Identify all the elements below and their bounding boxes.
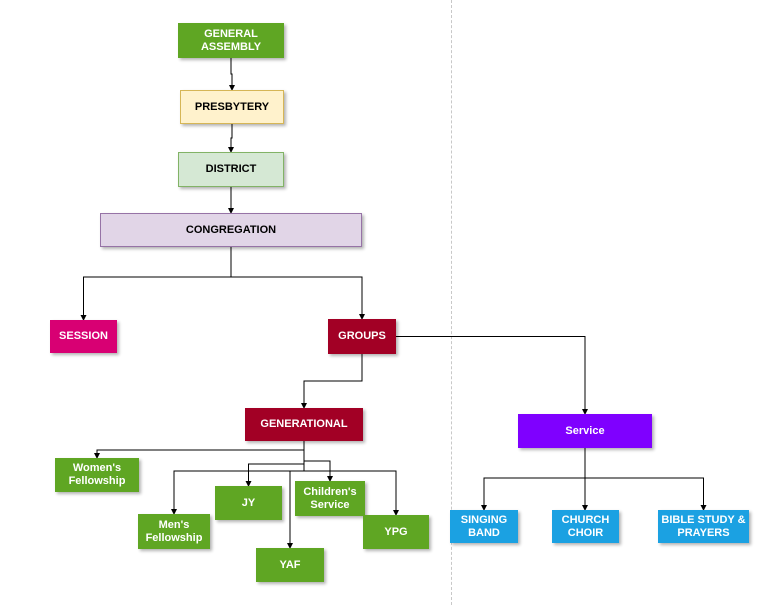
jy-node[interactable]: JY: [215, 486, 282, 520]
node-label: JY: [241, 496, 256, 509]
presbytery-node[interactable]: PRESBYTERY: [180, 90, 284, 124]
service-node[interactable]: Service: [518, 414, 652, 448]
node-label: SESSION: [59, 330, 108, 342]
groups-node[interactable]: GROUPS: [328, 319, 396, 354]
node-label: PRESBYTERY: [194, 100, 270, 113]
connector-presbytery-to-district: [228, 124, 234, 153]
connector-congregation-to-session: [80, 247, 232, 321]
node-label: CONGREGATION: [185, 223, 277, 236]
connector-service-to-singing_band: [481, 448, 586, 511]
womens-fellowship-node[interactable]: Women's Fellowship: [55, 458, 139, 492]
congregation-node[interactable]: CONGREGATION: [100, 213, 362, 247]
bible-study-prayers-node[interactable]: BIBLE STUDY & PRAYERS: [658, 510, 749, 543]
general-assembly-node[interactable]: GENERAL ASSEMBLY: [178, 23, 284, 58]
node-label: Men's Fellowship: [145, 518, 203, 544]
connector-generational-to-childrens_service: [303, 441, 333, 482]
mens-fellowship-node[interactable]: Men's Fellowship: [138, 514, 210, 549]
node-label: BIBLE STUDY & PRAYERS: [661, 513, 746, 539]
yaf-node[interactable]: YAF: [256, 548, 324, 582]
node-label: YAF: [279, 558, 301, 571]
node-label: Children's Service: [303, 485, 357, 511]
node-label: GENERAL ASSEMBLY: [200, 27, 262, 53]
session-node[interactable]: SESSION: [50, 320, 117, 353]
node-label: Service: [565, 424, 605, 437]
connector-generational-to-jy: [245, 441, 305, 487]
connector-service-to-bible_study: [584, 448, 707, 511]
node-label: SINGING BAND: [460, 513, 508, 539]
connector-congregation-to-groups: [230, 247, 365, 320]
node-label: DISTRICT: [205, 163, 257, 175]
node-label: Women's Fellowship: [68, 462, 126, 487]
node-label: YPG: [384, 525, 408, 538]
district-node[interactable]: DISTRICT: [178, 152, 284, 187]
node-label: GENERATIONAL: [260, 418, 348, 430]
node-label: CHURCH CHOIR: [561, 513, 610, 539]
node-label: GROUPS: [338, 330, 386, 342]
connector-general_assembly-to-presbytery: [229, 58, 235, 91]
connector-generational-to-ypg: [303, 441, 399, 516]
ypg-node[interactable]: YPG: [363, 515, 429, 549]
connector-generational-to-womens_fellowship: [94, 441, 305, 459]
page-divider: [451, 0, 452, 605]
singing-band-node[interactable]: SINGING BAND: [450, 510, 518, 543]
church-choir-node[interactable]: CHURCH CHOIR: [552, 510, 619, 543]
connector-groups-to-service: [396, 336, 588, 415]
connector-groups-to-generational: [301, 354, 363, 409]
childrens-service-node[interactable]: Children's Service: [295, 481, 365, 516]
generational-node[interactable]: GENERATIONAL: [245, 408, 363, 441]
